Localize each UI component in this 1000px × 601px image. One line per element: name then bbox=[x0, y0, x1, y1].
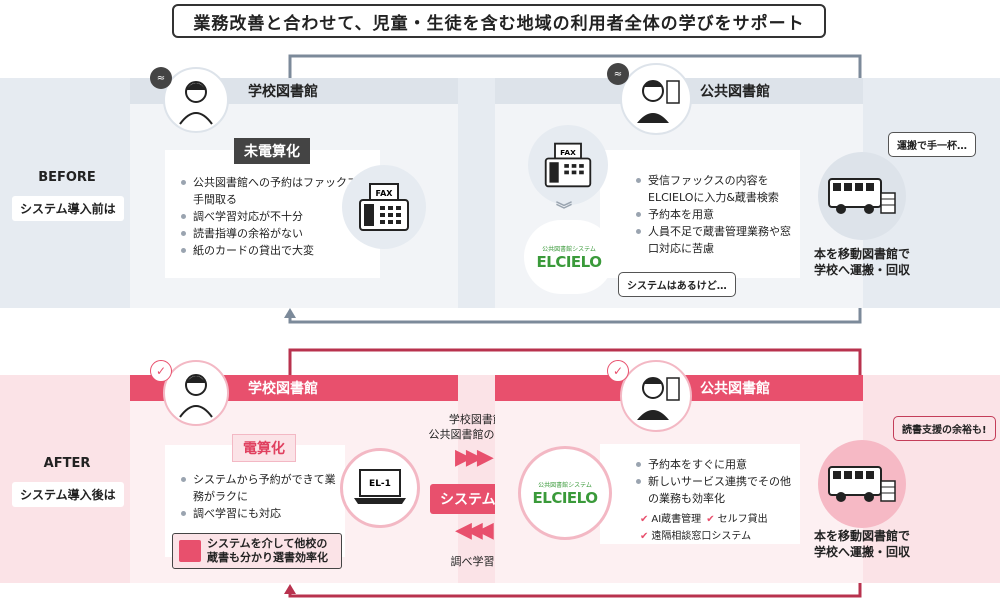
library-icon bbox=[179, 540, 201, 562]
arrow-right-icon: ▶▶▶ bbox=[455, 445, 494, 470]
bullet: 公共図書館への予約はファックスで手間取る bbox=[181, 174, 373, 208]
check-icon: ✔ bbox=[640, 531, 649, 542]
bullet: 調べ学習対応が不十分 bbox=[181, 208, 373, 225]
speech-bubble: システムはあるけど… bbox=[618, 272, 736, 297]
before-public-card: 受信ファックスの内容をELCIELOに入力&蔵書検索 予約本を用意 人員不足で蔵… bbox=[600, 150, 800, 278]
check-icon: ✔ bbox=[640, 514, 649, 525]
bullet: 予約本を用意 bbox=[636, 206, 796, 223]
speech-bubble: 読書支援の余裕も! bbox=[893, 416, 996, 441]
before-public-bullets: 受信ファックスの内容をELCIELOに入力&蔵書検索 予約本を用意 人員不足で蔵… bbox=[636, 172, 796, 257]
after-school-highlight: システムを介して他校の 蔵書も分かり選書効率化 bbox=[172, 533, 342, 569]
fax-machine-icon: FAX bbox=[342, 165, 426, 249]
after-school-bullets: システムから予約ができて業務がラクに 調べ学習にも対応 bbox=[181, 471, 341, 522]
person-icon bbox=[637, 377, 680, 420]
before-school-badge: 未電算化 bbox=[234, 138, 310, 164]
pc-laptop-icon: EL-1 bbox=[340, 448, 420, 528]
logo-text: ELCIELO bbox=[532, 488, 598, 507]
fax-label: FAX bbox=[376, 189, 394, 198]
person-icon bbox=[179, 374, 213, 418]
bullet: 読書指導の余裕がない bbox=[181, 225, 373, 242]
logo-text: ELCIELO bbox=[536, 252, 602, 271]
arrow-left-icon: ◀◀◀ bbox=[455, 518, 494, 543]
worry-icon: ≈ bbox=[607, 63, 629, 85]
bookmobile-icon bbox=[818, 440, 906, 528]
logo-subtitle: 公共図書館システム bbox=[538, 481, 592, 489]
librarian-avatar bbox=[163, 67, 229, 133]
before-tag: システム導入前は bbox=[12, 196, 124, 221]
bus-caption: 本を移動図書館で 学校へ運搬・回収 bbox=[813, 529, 910, 559]
bullet: 調べ学習にも対応 bbox=[181, 505, 341, 522]
pc-label: EL-1 bbox=[369, 479, 391, 489]
bullet: 新しいサービス連携でその他の業務も効率化 bbox=[636, 473, 796, 507]
bullet: 紙のカードの貸出で大変 bbox=[181, 242, 373, 259]
before-school-bullets: 公共図書館への予約はファックスで手間取る 調べ学習対応が不十分 読書指導の余裕が… bbox=[181, 174, 373, 259]
before-label: BEFORE bbox=[38, 170, 96, 185]
speech-bubble: 運搬で手一杯… bbox=[888, 132, 976, 157]
page-title: 業務改善と合わせて、児童・生徒を含む地域の利用者全体の学びをサポート bbox=[172, 4, 826, 38]
public-librarian-avatar bbox=[620, 63, 692, 135]
bullet: システムから予約ができて業務がラクに bbox=[181, 471, 341, 505]
chevron-down-icon: ︾ bbox=[556, 200, 573, 219]
fax-label: FAX bbox=[560, 148, 576, 157]
fax-received-icon: FAX bbox=[528, 125, 608, 205]
after-public-card: 予約本をすぐに用意 新しいサービス連携でその他の業務も効率化 ✔AI蔵書管理 ✔… bbox=[600, 444, 800, 544]
logo-subtitle: 公共図書館システム bbox=[542, 245, 596, 253]
bullet: 人員不足で蔵書管理業務や窓口対応に苦慮 bbox=[636, 223, 796, 257]
check-list: ✔AI蔵書管理 ✔セルフ貸出 ✔遠隔相談窓口システム bbox=[640, 514, 768, 542]
before-bottom-arrowhead bbox=[284, 308, 296, 318]
person-icon bbox=[179, 81, 213, 125]
person-icon bbox=[637, 80, 680, 123]
after-public-bullets: 予約本をすぐに用意 新しいサービス連携でその他の業務も効率化 bbox=[636, 456, 796, 507]
elcielo-logo: 公共図書館システム ELCIELO bbox=[518, 446, 612, 540]
check-icon: ✓ bbox=[150, 360, 172, 382]
check-icon: ✔ bbox=[706, 514, 715, 525]
check-icon: ✓ bbox=[607, 360, 629, 382]
librarian-avatar bbox=[163, 360, 229, 426]
elcielo-logo: 公共図書館システム ELCIELO bbox=[524, 220, 614, 294]
after-bottom-arrowhead bbox=[284, 584, 296, 594]
worry-icon: ≈ bbox=[150, 67, 172, 89]
after-school-badge: 電算化 bbox=[232, 434, 296, 462]
bus-caption: 本を移動図書館で 学校へ運搬・回収 bbox=[813, 247, 910, 277]
after-label: AFTER bbox=[43, 456, 91, 471]
bullet: 受信ファックスの内容をELCIELOに入力&蔵書検索 bbox=[636, 172, 796, 206]
bullet: 予約本をすぐに用意 bbox=[636, 456, 796, 473]
bookmobile-icon bbox=[818, 152, 906, 240]
public-librarian-avatar bbox=[620, 360, 692, 432]
after-tag: システム導入後は bbox=[12, 482, 124, 507]
